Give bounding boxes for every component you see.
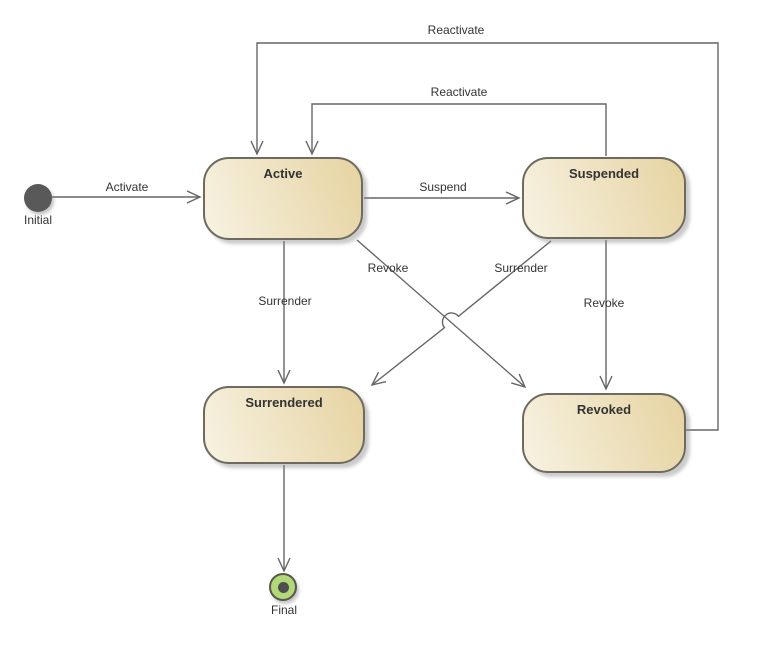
state-revoked[interactable]: Revoked <box>522 393 686 473</box>
state-surrendered-label: Surrendered <box>245 395 323 410</box>
initial-state-label: Initial <box>23 213 53 227</box>
transition-line-surrender-from-suspended[interactable] <box>370 240 552 387</box>
state-suspended[interactable]: Suspended <box>522 157 686 239</box>
transition-label-surrender-from-suspended: Surrender <box>494 261 548 275</box>
state-revoked-label: Revoked <box>576 402 632 417</box>
transition-line-revoke-from-active[interactable] <box>356 239 527 389</box>
transition-label-surrender-from-active: Surrender <box>258 294 312 308</box>
transition-line-reactivate-from-revoked[interactable] <box>250 42 719 431</box>
transition-label-revoke-from-suspended: Revoke <box>583 296 625 310</box>
state-surrendered[interactable]: Surrendered <box>203 386 365 464</box>
transition-label-revoke-from-active: Revoke <box>367 261 409 275</box>
final-state-node[interactable] <box>269 573 297 601</box>
initial-state-node[interactable] <box>24 184 52 212</box>
state-suspended-label: Suspended <box>568 166 640 181</box>
transition-line-reactivate-from-suspended[interactable] <box>305 103 607 156</box>
final-state-label: Final <box>270 603 298 617</box>
transition-label-reactivate-from-suspended: Reactivate <box>430 85 488 99</box>
state-active-label: Active <box>263 166 303 181</box>
final-state-inner-dot <box>277 581 289 593</box>
transition-label-activate: Activate <box>105 180 149 194</box>
transition-label-suspend: Suspend <box>419 180 467 194</box>
transition-label-reactivate-from-revoked: Reactivate <box>427 23 485 37</box>
state-active[interactable]: Active <box>203 157 363 240</box>
